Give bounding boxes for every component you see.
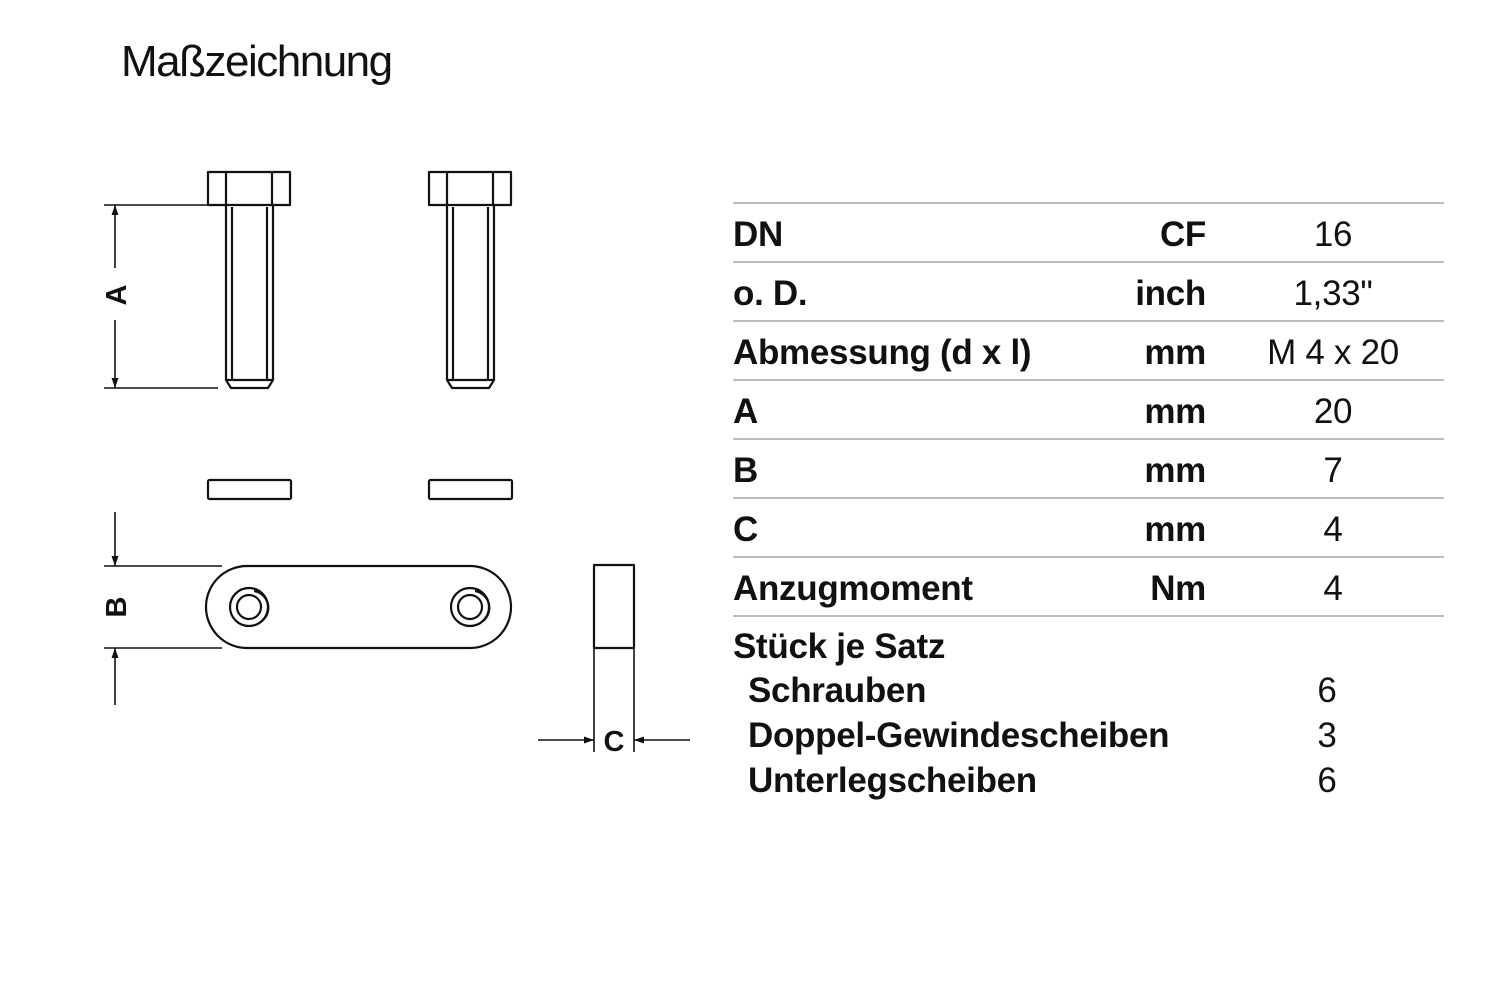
dimension-label-b: B [101,597,133,618]
spec-row-od: o. D. inch 1,33" [733,263,1444,322]
spec-value: 16 [1313,215,1353,254]
spec-key: o. D. [733,274,808,313]
spec-unit: mm [1144,451,1206,490]
set-item-name: Schrauben [748,671,927,710]
spec-unit: inch [1135,274,1206,313]
spec-key: C [733,510,758,549]
spec-row-b: B mm 7 [733,440,1444,499]
dimension-label-a: A [101,284,133,305]
set-item-name: Doppel-Gewindescheiben [748,716,1170,755]
washer-2 [427,478,514,501]
spec-value: 20 [1313,392,1353,431]
pieces-per-set: Stück je Satz Schrauben 6 Doppel-Gewinde… [733,617,1444,807]
bolt-2 [427,170,513,390]
double-thread-washer [204,564,513,650]
set-item-count: 6 [1317,761,1337,800]
washer-1 [206,478,293,501]
spec-row-dn: DN CF 16 [733,204,1444,263]
spec-unit: mm [1144,510,1206,549]
spec-unit: CF [1159,215,1206,254]
technical-drawing: A B C [101,170,690,758]
spec-row-a: A mm 20 [733,381,1444,440]
spec-key: B [733,451,758,490]
set-item-name: Unterlegscheiben [748,761,1037,800]
spec-row-dimension: Abmessung (d x l) mm M 4 x 20 [733,322,1444,381]
spec-row-c: C mm 4 [733,499,1444,558]
set-item-count: 6 [1317,671,1337,710]
spec-unit: mm [1144,333,1206,372]
set-item-washers: Unterlegscheiben 6 [748,763,1444,803]
spec-row-torque: Anzugmoment Nm 4 [733,558,1444,617]
spec-value: 1,33" [1293,274,1373,313]
dimension-c [538,648,690,752]
pieces-per-set-heading: Stück je Satz [733,627,946,666]
spec-value: 4 [1323,569,1343,608]
spec-key: DN [733,215,783,254]
set-item-double-thread-washers: Doppel-Gewindescheiben 3 [748,718,1444,758]
dimension-label-c: C [604,726,625,758]
double-thread-washer-side [592,563,636,650]
spec-unit: Nm [1150,569,1206,608]
spec-key: Abmessung (d x l) [733,333,1032,372]
page-title: Maßzeichnung [121,37,393,86]
dimension-b [104,512,222,705]
dimension-a [104,204,226,389]
spec-key: A [733,392,758,431]
set-item-screws: Schrauben 6 [748,673,1444,713]
spec-value: 4 [1323,510,1343,549]
spec-key: Anzugmoment [733,569,973,608]
spec-table: DN CF 16 o. D. inch 1,33" Abmessung (d x… [733,202,1444,807]
spec-value: 7 [1323,451,1343,490]
spec-value: M 4 x 20 [1267,333,1399,372]
bolt-1 [206,170,292,390]
set-item-count: 3 [1317,716,1337,755]
spec-unit: mm [1144,392,1206,431]
